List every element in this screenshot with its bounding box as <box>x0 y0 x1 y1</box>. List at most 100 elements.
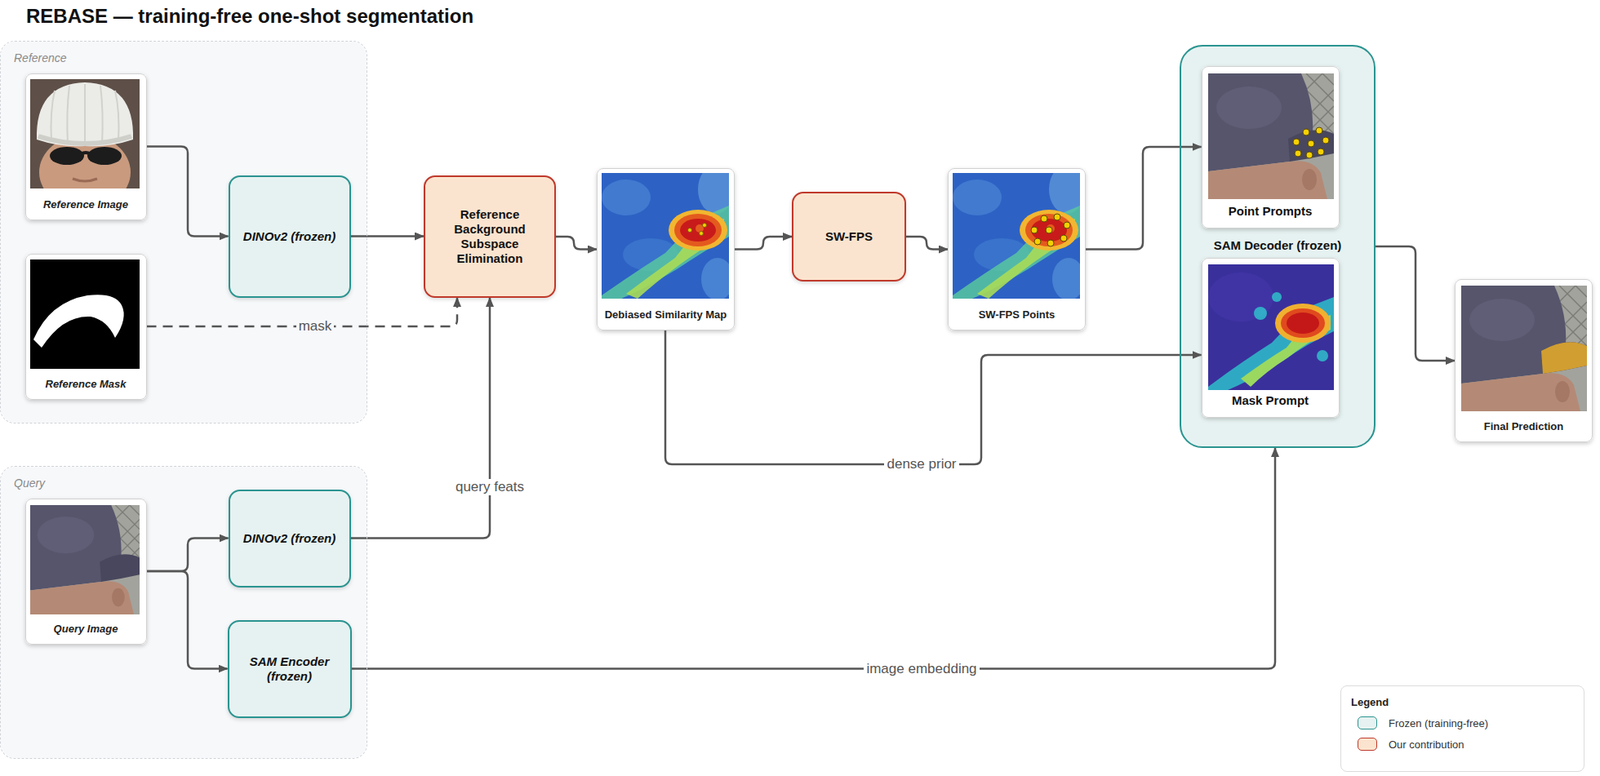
panel-grounds-part <box>0 466 367 759</box>
debiased-map-art-part-part <box>699 231 704 236</box>
point-prompts-art-part-part <box>1306 151 1313 159</box>
legend-heading: Legend <box>1351 696 1574 709</box>
connector-arrow <box>351 235 425 238</box>
legend-swatch <box>1357 737 1378 752</box>
point-prompts-art-part <box>1208 73 1334 200</box>
edge-label-holder: mask <box>296 318 335 335</box>
sw-fps-points-art-part <box>1031 213 1071 247</box>
reference-mask-art-part <box>30 259 140 369</box>
connector-arrow <box>351 448 1276 670</box>
point-prompts-art <box>1208 73 1334 200</box>
legend-box: LegendFrozen (training-free) Our contribu… <box>1340 685 1585 773</box>
connector-arrow <box>146 538 229 573</box>
label-wrap: SAM Encoder (frozen) <box>235 654 344 685</box>
sw-fps-points-art-part <box>952 164 1085 301</box>
module-label: SW-FPS <box>825 229 873 245</box>
mask-prompt-art-part <box>1208 264 1334 391</box>
final-prediction-art-part <box>1541 342 1587 374</box>
frozen-module: DINOv2 (frozen) <box>228 489 352 588</box>
reference-image-art-part <box>30 79 140 210</box>
sw-fps-points-art-part-part <box>1060 235 1067 242</box>
legend-text: Frozen (training-free) <box>1388 717 1489 730</box>
connector-arrow <box>1085 146 1202 250</box>
edge-label: dense prior <box>884 456 959 473</box>
decoder-container: SAM Decoder (frozen) Point PromptsMask Pr… <box>1179 44 1376 449</box>
point-prompts-art-part-part <box>1294 150 1302 157</box>
connector-arrow <box>1375 246 1455 361</box>
panel-grounds <box>0 41 1375 759</box>
image-card: Reference Mask <box>25 253 147 400</box>
input-panel: ReferenceReference ImageReference Mask DI… <box>0 40 368 424</box>
image-card: Final Prediction <box>1454 279 1593 443</box>
module-label: SAM Encoder (frozen) <box>235 654 344 685</box>
title-block: REBASE — training-free one-shot segmenta… <box>26 4 474 28</box>
card-caption: Debiased Similarity Map <box>604 308 728 322</box>
point-prompts-art-part-part <box>1322 137 1329 144</box>
card-caption: Final Prediction <box>1484 420 1565 434</box>
card-caption: Reference Mask <box>45 377 127 392</box>
sw-fps-points-art-part-part <box>1031 226 1038 234</box>
image-card: Mask Prompt <box>1201 257 1340 418</box>
point-prompts-art-part <box>1293 127 1329 159</box>
edge-label-holder: query feats <box>453 479 527 496</box>
point-prompts-art-part-part <box>1293 138 1300 146</box>
card-grounds-part <box>1454 279 1593 443</box>
connector-arrow <box>351 297 491 539</box>
panel-grounds-part <box>1180 45 1375 448</box>
edge-label-holder: image embedding <box>863 661 979 678</box>
connector-arrow <box>665 330 1202 465</box>
connector-arrow <box>555 236 597 250</box>
debiased-map-art <box>601 164 734 301</box>
label-wrap: SW-FPS <box>825 229 873 245</box>
edge-label: mask <box>296 318 335 335</box>
sw-fps-points-art-part-part <box>1034 238 1041 245</box>
legend-row: Our contribution <box>1351 737 1574 752</box>
reference-image-art <box>30 79 140 210</box>
group-heading: Reference <box>13 51 354 65</box>
connector-arrow <box>734 236 792 250</box>
image-card: Point Prompts <box>1201 66 1340 229</box>
card-caption: Reference Image <box>43 198 129 212</box>
group-heading: SAM Decoder (frozen) <box>1213 237 1343 254</box>
debiased-map-art-part <box>601 164 734 301</box>
reference-mask-art-part <box>33 294 125 348</box>
label-wrap: DINOv2 (frozen) <box>243 229 336 245</box>
sw-fps-points-art-part-part <box>1045 226 1053 234</box>
final-prediction-art-part <box>1461 285 1587 412</box>
image-card: SW-FPS Points <box>947 168 1086 331</box>
point-prompts-art-part-part <box>1315 127 1323 134</box>
mask-prompt-art <box>1208 264 1334 391</box>
label-wrap: DINOv2 (frozen) <box>243 531 336 547</box>
card-grounds-part <box>1201 257 1340 418</box>
image-card: Reference Image <box>25 73 147 221</box>
card-caption: Point Prompts <box>1228 203 1313 220</box>
final-prediction-art <box>1461 285 1587 412</box>
point-prompts-art-part-part <box>1307 140 1315 147</box>
debiased-map-art-part-part <box>702 223 707 228</box>
module-label: Reference Background Subspace Eliminatio… <box>431 207 548 267</box>
connector-arrow <box>906 236 948 250</box>
module-label: DINOv2 (frozen) <box>243 229 336 245</box>
card-grounds-part <box>1201 66 1340 229</box>
card-grounds-part <box>25 498 147 645</box>
reference-mask-art <box>30 259 140 369</box>
panel-grounds-part <box>0 41 367 423</box>
card-grounds-part <box>25 253 147 400</box>
edge-label: query feats <box>453 479 527 496</box>
sw-fps-points-art-part-part <box>1047 240 1054 247</box>
legend-swatch <box>1357 716 1378 730</box>
contribution-module: Reference Background Subspace Eliminatio… <box>423 175 556 298</box>
label-wrap: Reference Background Subspace Eliminatio… <box>431 207 548 267</box>
group-heading: Query <box>13 476 354 490</box>
card-grounds-part <box>25 73 147 221</box>
debiased-map-art-part <box>688 223 707 236</box>
edge-label-holder: dense prior <box>884 456 959 473</box>
debiased-map-art-part-part <box>688 228 693 233</box>
frozen-module: DINOv2 (frozen) <box>228 175 352 298</box>
query-image-art-part <box>30 505 140 615</box>
connector-arrow <box>146 571 228 670</box>
sw-fps-points-art <box>952 164 1085 301</box>
image-card: Debiased Similarity Map <box>596 168 735 331</box>
connector-arrow <box>146 146 229 237</box>
